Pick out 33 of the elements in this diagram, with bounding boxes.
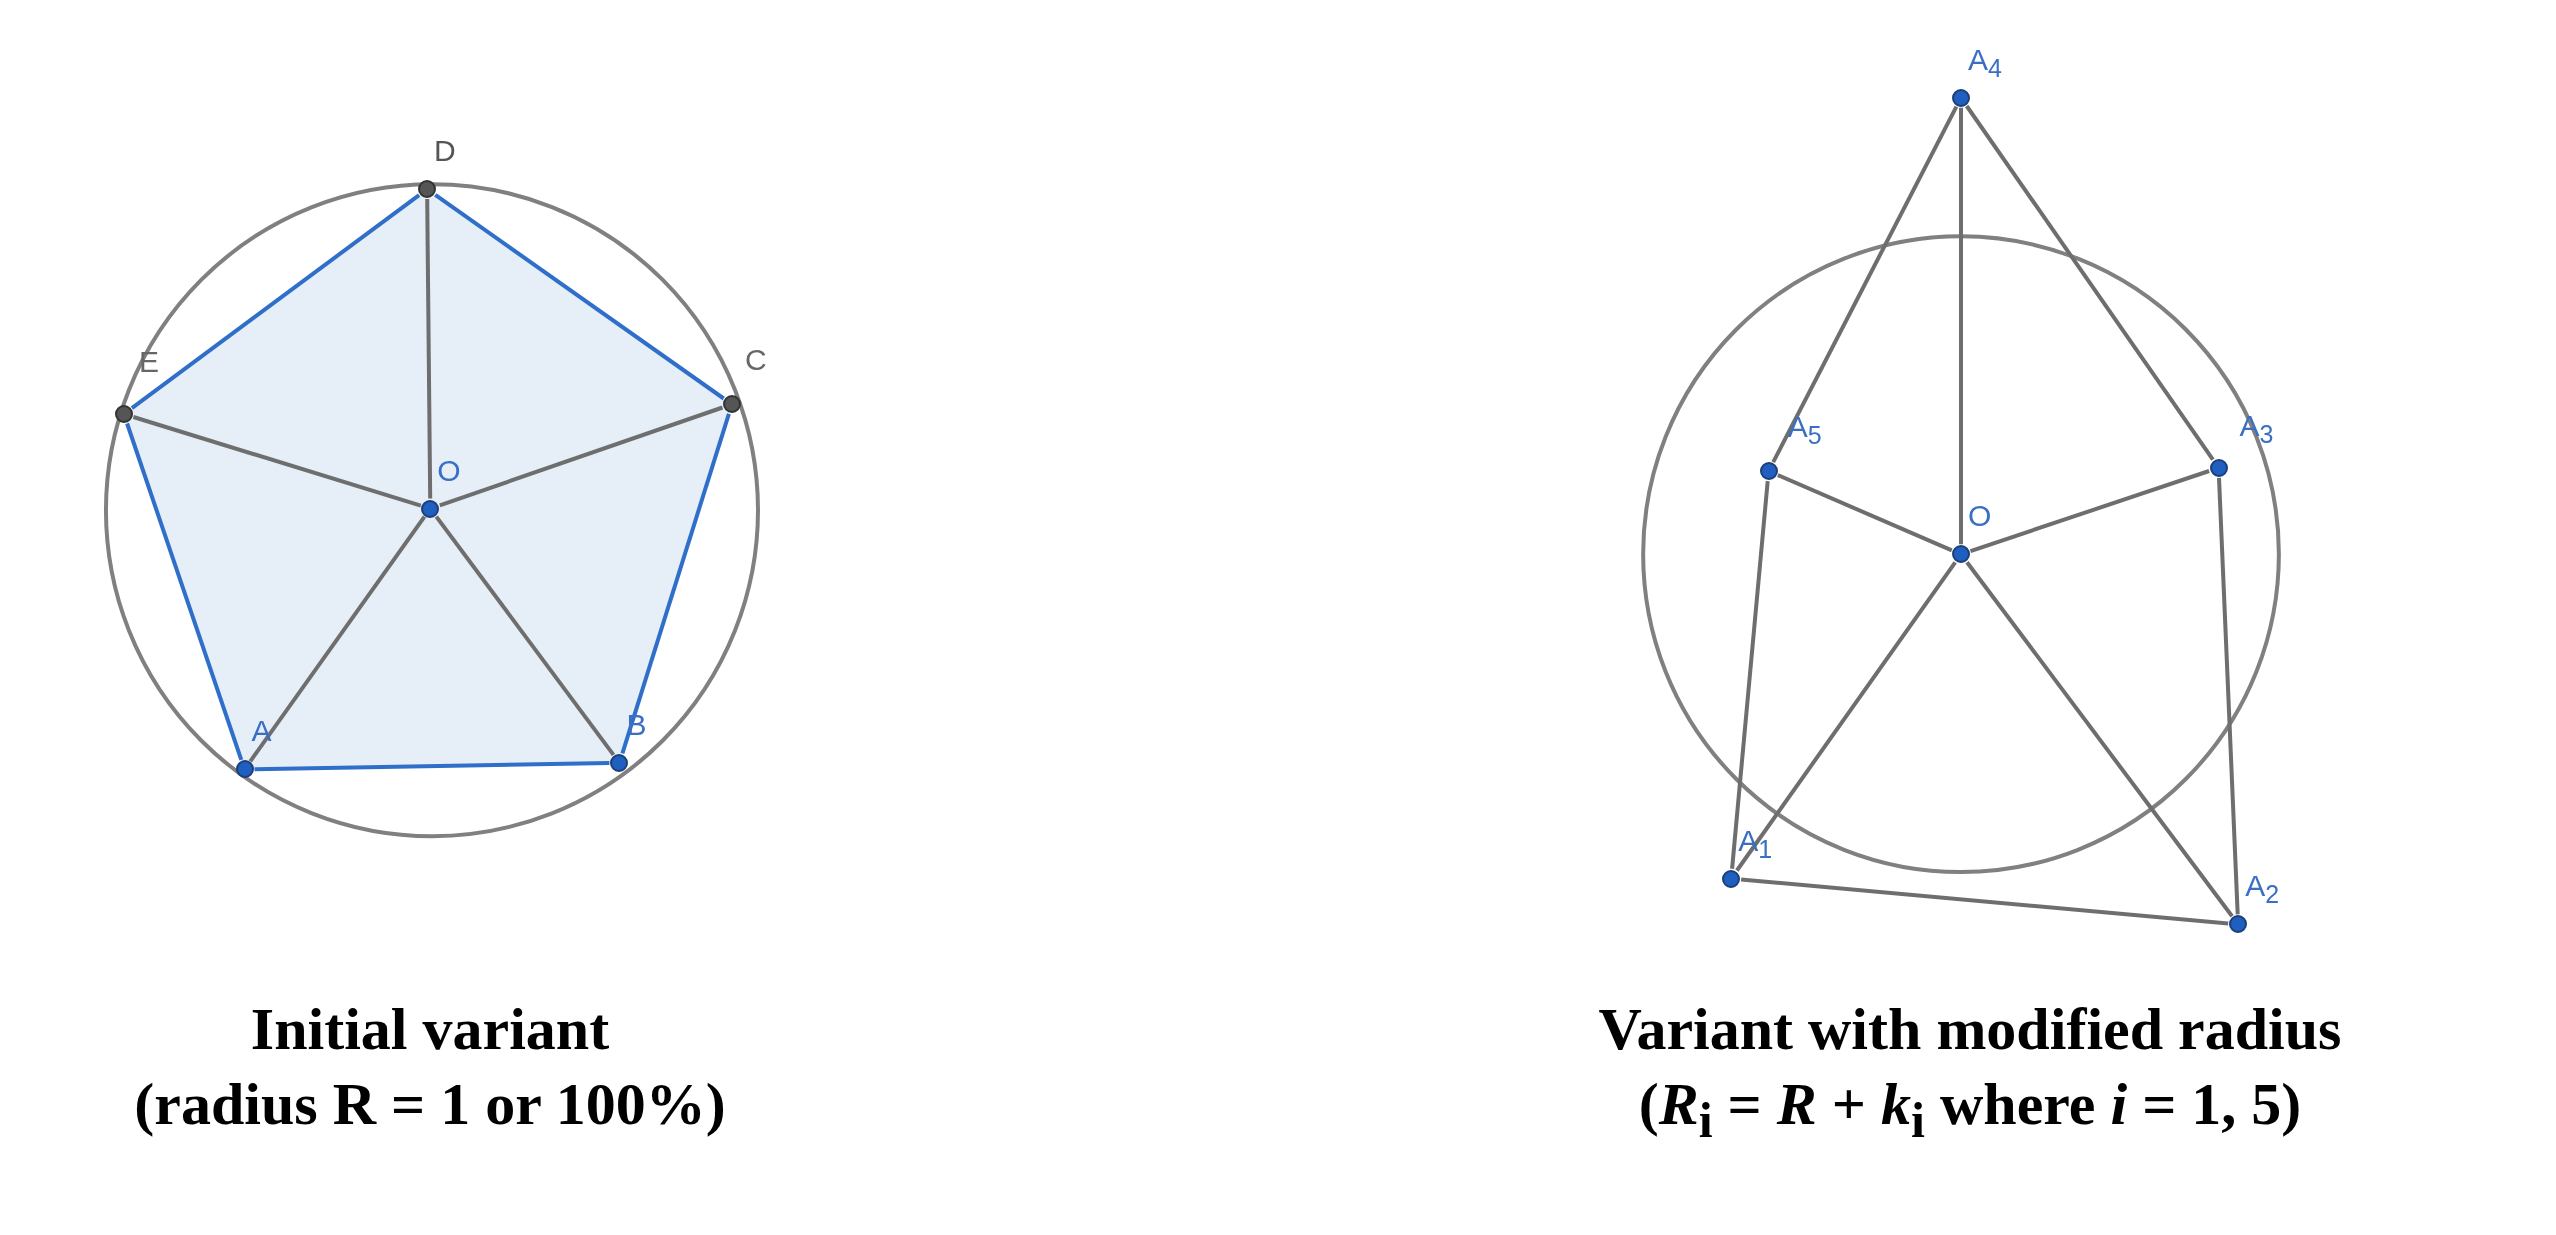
line-segment	[434, 193, 725, 401]
line-segment	[1771, 105, 1959, 464]
line-segment	[1965, 561, 2234, 918]
line-segment	[1740, 877, 2229, 926]
caption-text: Variant with modified radius	[1598, 995, 2342, 1064]
line-segment	[132, 415, 422, 508]
point-label: O	[1968, 501, 1992, 532]
point-label: E	[138, 347, 159, 378]
line-segment	[1965, 104, 2215, 461]
line-segment	[434, 515, 616, 757]
line-segment	[439, 405, 724, 508]
caption-text: Initial variant	[250, 995, 610, 1064]
point-label: A$_{2}$	[2245, 871, 2280, 908]
line-segment	[1730, 480, 1770, 869]
line-segment	[254, 761, 610, 772]
point-label: D	[434, 136, 456, 167]
caption-text: (radius R = 1 or 100%)	[134, 1070, 726, 1139]
line-segment	[2217, 477, 2240, 915]
line-segment	[130, 193, 421, 410]
line-segment	[1777, 473, 1953, 553]
point-label: C	[744, 345, 767, 376]
line-segment	[125, 422, 244, 761]
line-segment	[248, 515, 427, 763]
line-segment	[620, 413, 731, 754]
point-label: A$_{1}$	[1738, 825, 1773, 862]
line-segment	[1959, 107, 1963, 545]
caption-text: (R$_{i}$ = R + k$_{i}$ where i = 1, 5)	[1638, 1070, 2302, 1149]
point-label: A$_{4}$	[1968, 44, 2002, 81]
point-label: O	[437, 455, 461, 486]
line-segment	[1735, 561, 1957, 872]
line-segment	[1969, 469, 2210, 553]
line-segment	[425, 199, 433, 499]
point-label: A	[251, 716, 272, 747]
